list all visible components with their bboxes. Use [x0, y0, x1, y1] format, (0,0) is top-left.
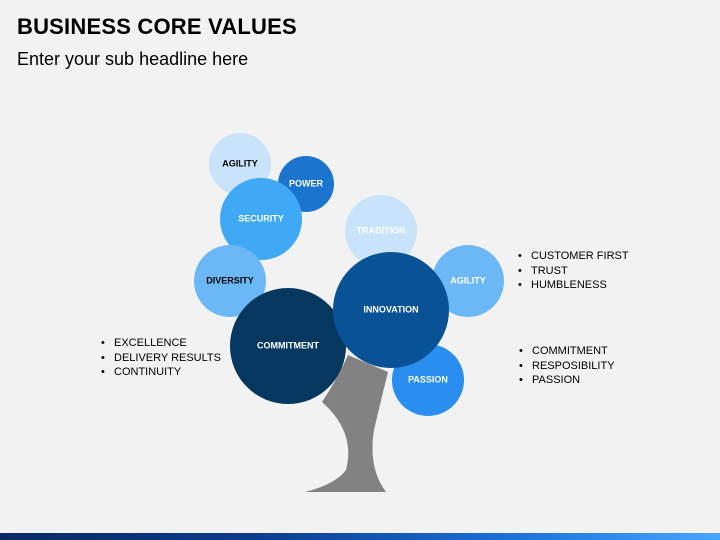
- list-item: HUMBLENESS: [516, 278, 629, 293]
- bubble-security-label: SECURITY: [238, 213, 284, 223]
- bubble-power-label: POWER: [289, 178, 324, 188]
- bubble-diversity-label: DIVERSITY: [206, 275, 254, 285]
- bubble-security: SECURITY: [220, 178, 302, 260]
- bubble-tradition-label: TRADITION: [357, 225, 406, 235]
- bubble-passion-label: PASSION: [408, 374, 448, 384]
- list-item: RESPOSIBILITY: [517, 359, 615, 374]
- right-top-value-list: CUSTOMER FIRST TRUST HUMBLENESS: [516, 249, 629, 293]
- list-item: EXCELLENCE: [99, 336, 221, 351]
- bubble-agility-top-label: AGILITY: [222, 158, 258, 168]
- bubble-agility-right: AGILITY: [432, 245, 504, 317]
- bubble-commitment-label: COMMITMENT: [257, 340, 319, 350]
- list-item: TRUST: [516, 264, 629, 279]
- list-item: PASSION: [517, 373, 615, 388]
- page-subtitle: Enter your sub headline here: [17, 49, 249, 69]
- left-value-list: EXCELLENCE DELIVERY RESULTS CONTINUITY: [99, 336, 221, 380]
- page-title: BUSINESS CORE VALUES: [17, 14, 297, 39]
- tree-trunk: [305, 355, 388, 492]
- list-item: DELIVERY RESULTS: [99, 351, 221, 366]
- bubble-innovation: INNOVATION: [333, 252, 449, 368]
- list-item: COMMITMENT: [517, 344, 615, 359]
- bubble-tradition: TRADITION: [345, 195, 417, 267]
- bubble-commitment: COMMITMENT: [230, 288, 346, 404]
- bubble-diversity: DIVERSITY: [194, 245, 266, 317]
- bubble-agility-right-label: AGILITY: [450, 275, 486, 285]
- footer-gradient-bar: [0, 533, 720, 540]
- right-bottom-value-list: COMMITMENT RESPOSIBILITY PASSION: [517, 344, 615, 388]
- list-item: CONTINUITY: [99, 365, 221, 380]
- bubble-innovation-label: INNOVATION: [363, 304, 418, 314]
- list-item: CUSTOMER FIRST: [516, 249, 629, 264]
